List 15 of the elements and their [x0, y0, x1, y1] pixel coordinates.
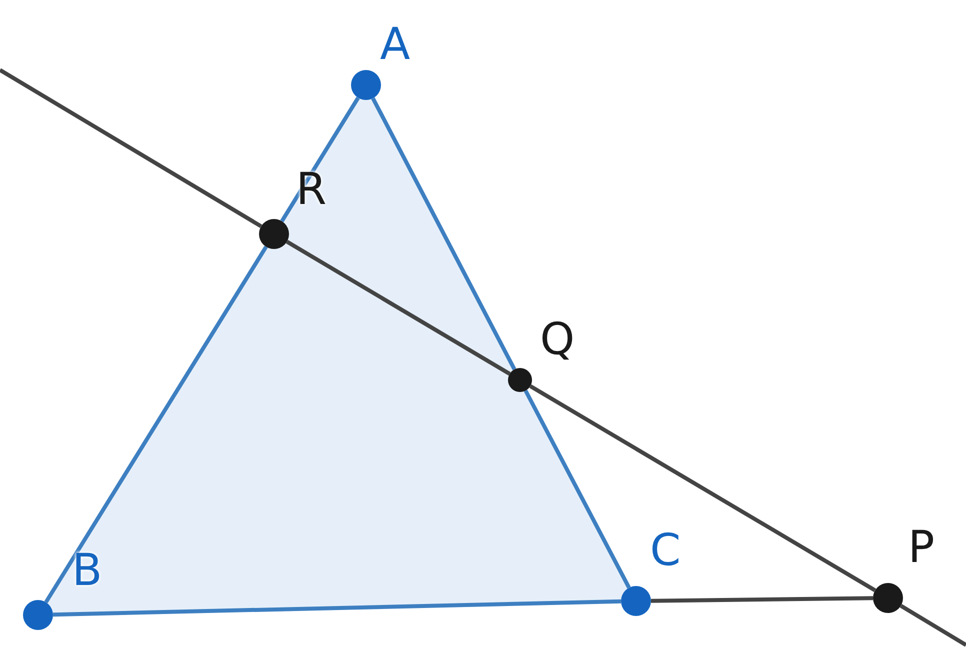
- point-label: B: [72, 549, 102, 593]
- line-segment: [529, 384, 876, 592]
- point-label: P: [908, 526, 935, 570]
- line-segment: [900, 604, 966, 647]
- line-segment: [371, 97, 516, 370]
- line-segment: [52, 599, 622, 617]
- point-label: Q: [540, 318, 575, 362]
- line-segment: [286, 240, 511, 376]
- line-segment: [650, 596, 874, 603]
- line-segment: [524, 390, 631, 589]
- line-segment: [44, 246, 268, 604]
- point-label: A: [380, 23, 410, 67]
- point-label: R: [296, 168, 327, 212]
- line-segment: [0, 68, 262, 228]
- point-label: C: [650, 529, 681, 573]
